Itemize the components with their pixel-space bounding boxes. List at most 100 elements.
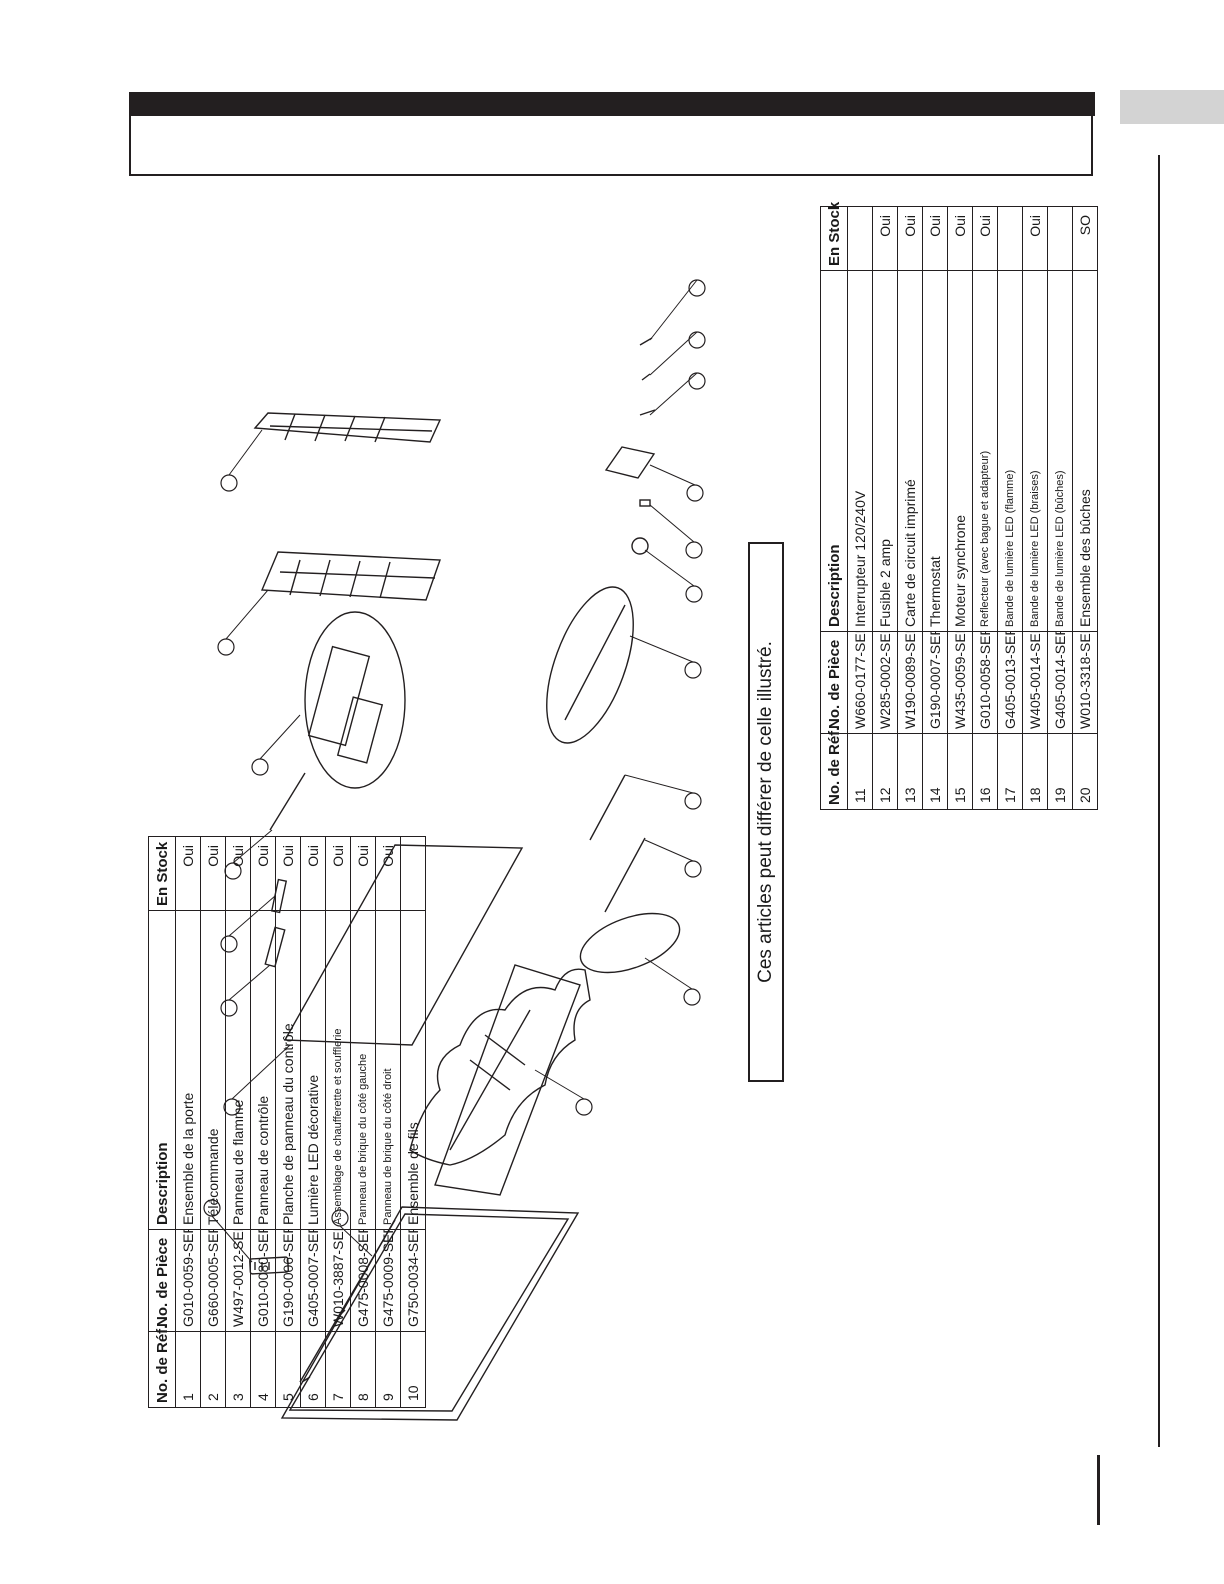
- cell-stock: Oui: [375, 836, 401, 911]
- cell-desc: Carte de circuit imprimé: [897, 270, 923, 632]
- cell-desc: Bande de lumière LED (flamme): [997, 270, 1023, 632]
- cell-stock: [997, 206, 1023, 271]
- cell-part: W010-3887-SER: [325, 1229, 351, 1332]
- cell-stock: Oui: [972, 206, 998, 271]
- col-header-part: No. de Pièce: [820, 631, 848, 734]
- cell-stock: Oui: [200, 836, 226, 911]
- cell-ref: 9: [375, 1331, 401, 1408]
- heater-detail-drawing: [304, 611, 406, 789]
- cell-stock: Oui: [275, 836, 301, 911]
- cell-desc: Reflecteur (avec bague et adapteur): [972, 270, 998, 632]
- cell-ref: 4: [250, 1331, 276, 1408]
- cell-part: G405-0007-SER: [300, 1229, 326, 1332]
- cell-ref: 1: [175, 1331, 201, 1408]
- cell-ref: 13: [897, 733, 923, 810]
- callout-circles: [203, 279, 706, 1227]
- cell-ref: 5: [275, 1331, 301, 1408]
- col-header-part: No. de Pièce: [148, 1229, 176, 1332]
- cell-ref: 7: [325, 1331, 351, 1408]
- cell-desc: Assemblage de chaufferette et soufflerie: [325, 910, 351, 1230]
- cell-stock: Oui: [250, 836, 276, 911]
- cell-stock: Oui: [922, 206, 948, 271]
- flame-panel-drawing: [283, 844, 524, 1046]
- page-number-mark: [1097, 1455, 1100, 1525]
- cell-stock: Oui: [175, 836, 201, 911]
- cell-part: G405-0013-SER: [997, 631, 1023, 734]
- cell-part: G190-0007-SER: [922, 631, 948, 734]
- cell-part: W405-0014-SER: [1022, 631, 1048, 734]
- header-box: [129, 92, 1093, 176]
- col-header-desc: Description: [820, 270, 848, 632]
- cell-stock: Oui: [872, 206, 898, 271]
- table-header-row: No. de Réf. No. de Pièce Description En …: [820, 202, 848, 810]
- cell-part: G010-0058-SER: [972, 631, 998, 734]
- remote-drawing: [249, 1256, 289, 1275]
- cell-stock: Oui: [225, 836, 251, 911]
- cell-ref: 10: [400, 1331, 426, 1408]
- col-header-stock: En Stock: [820, 202, 848, 271]
- table-header-row: No. de Réf. No. de Pièce Description En …: [148, 836, 176, 1408]
- cell-desc: Thermostat: [922, 270, 948, 632]
- cell-desc: Bande de lumière LED (braises): [1022, 270, 1048, 632]
- cell-stock: Oui: [1022, 206, 1048, 271]
- cell-ref: 12: [872, 733, 898, 810]
- note-box: Ces articles peut différer de celle illu…: [748, 542, 784, 1082]
- cell-stock: Oui: [897, 206, 923, 271]
- cell-desc: Panneau de contrôle: [250, 910, 276, 1230]
- col-header-ref: No. de Réf.: [148, 1325, 176, 1408]
- cell-ref: 20: [1072, 733, 1098, 810]
- col-header-desc: Description: [148, 910, 176, 1230]
- cell-part: G475-0008-SER: [350, 1229, 376, 1332]
- cell-desc: Panneau de flamme: [225, 910, 251, 1230]
- cell-ref: 17: [997, 733, 1023, 810]
- cell-part: G750-0034-SER: [400, 1229, 426, 1332]
- cell-desc: Lumière LED décorative: [300, 910, 326, 1230]
- circuit-board-drawing: [604, 446, 656, 479]
- cell-part: G405-0014-SER: [1047, 631, 1073, 734]
- cell-stock: [847, 206, 873, 271]
- cell-part: W660-0177-SER: [847, 631, 873, 734]
- cell-desc: Bande de lumière LED (bûches): [1047, 270, 1073, 632]
- cell-ref: 11: [847, 733, 873, 810]
- door-frame-drawing: [280, 1206, 580, 1421]
- brick-panel-left-drawing: [260, 551, 441, 601]
- cell-ref: 18: [1022, 733, 1048, 810]
- cell-part: G010-0080-SER: [250, 1229, 276, 1332]
- control-board-drawing: [270, 878, 288, 914]
- cell-desc: Moteur synchrone: [947, 270, 973, 632]
- cell-stock: Oui: [350, 836, 376, 911]
- cell-ref: 15: [947, 733, 973, 810]
- log-strip-drawing: [546, 586, 634, 744]
- cell-part: W435-0059-SER: [947, 631, 973, 734]
- cell-stock: Oui: [947, 206, 973, 271]
- header-bar: [129, 92, 1095, 116]
- log-assembly-drawing: [409, 964, 591, 1196]
- cell-part: G010-0059-SER: [175, 1229, 201, 1332]
- cell-desc: Panneau de brique du côté droit: [375, 910, 401, 1230]
- cell-desc: Planche de panneau du contrôle: [275, 910, 301, 1230]
- cell-part: G660-0005-SER: [200, 1229, 226, 1332]
- cell-part: W285-0002-SER: [872, 631, 898, 734]
- leader-lines: [211, 279, 698, 1263]
- cell-desc: Ensemble des bûches: [1072, 270, 1098, 632]
- cell-ref: 3: [225, 1331, 251, 1408]
- cell-desc: Panneau de brique du côté gauche: [350, 910, 376, 1230]
- cell-ref: 14: [922, 733, 948, 810]
- cell-part: G475-0009-SER: [375, 1229, 401, 1332]
- cell-ref: 16: [972, 733, 998, 810]
- cell-desc: Fusible 2 amp: [872, 270, 898, 632]
